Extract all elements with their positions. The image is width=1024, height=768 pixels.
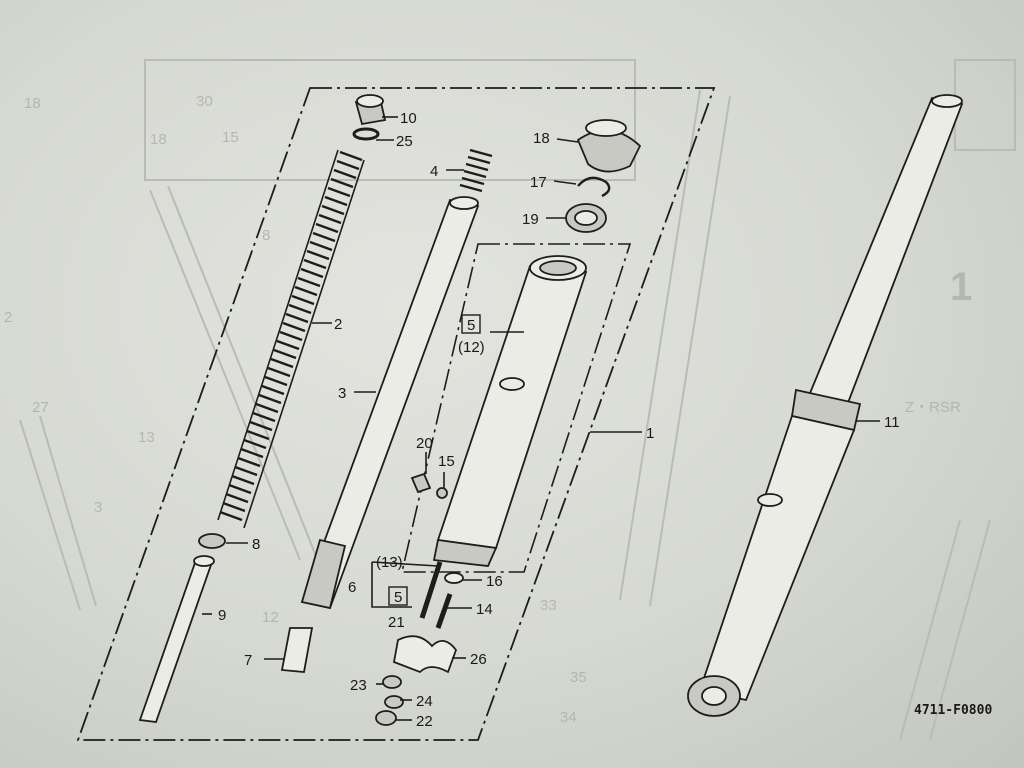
washer-16 — [444, 572, 464, 584]
ghost-tube — [619, 89, 731, 607]
ghost-label: 2 — [4, 309, 12, 326]
ghost-spring — [19, 415, 97, 611]
stopper-clip — [577, 176, 611, 198]
boxed-ref-frame — [388, 586, 408, 606]
paren-ref-b: (13) — [376, 554, 403, 571]
callout-1: 1 — [646, 425, 654, 442]
spacer-spring — [459, 148, 493, 193]
ghost-label: 27 — [32, 399, 49, 416]
ghost-label: 13 — [138, 429, 155, 446]
bleed-through-background: 18 30 15 18 8 2 13 3 12 33 35 34 27 1 Z・… — [4, 59, 1016, 741]
oil-lock-piece — [280, 627, 314, 673]
bolt-14 — [435, 593, 453, 629]
washer-24 — [384, 695, 404, 709]
ghost-tube — [149, 185, 317, 561]
slider-bushing — [198, 533, 226, 549]
fork-spring — [217, 149, 365, 529]
o-ring — [352, 127, 380, 141]
assembly-boundary — [76, 87, 716, 741]
callout-7: 7 — [244, 652, 252, 669]
callout-3: 3 — [338, 385, 346, 402]
boxed-ref-b: 5 — [394, 589, 402, 606]
callout-11: 11 — [884, 414, 900, 431]
nut-22 — [375, 710, 397, 726]
washer-15 — [436, 487, 448, 499]
ghost-label: Z・RSR — [905, 399, 961, 416]
axle-holder-26 — [392, 635, 458, 674]
boxed-ref-a: 5 — [467, 317, 475, 334]
callout-labels: 10 25 4 18 17 19 2 3 5 (12) 1 11 8 9 7 2… — [218, 110, 900, 730]
ghost-label: 33 — [540, 597, 557, 614]
callout-2: 2 — [334, 316, 342, 333]
dust-seal — [576, 119, 642, 173]
boxed-ref-frame — [461, 314, 481, 334]
callout-16: 16 — [486, 573, 503, 590]
callout-22: 22 — [416, 713, 433, 730]
assembled-fork — [687, 94, 964, 717]
callout-26: 26 — [470, 651, 487, 668]
ghost-label: 1 — [950, 265, 972, 309]
paren-ref-a: (12) — [458, 339, 485, 356]
callout-4: 4 — [430, 163, 438, 180]
callout-15: 15 — [438, 453, 455, 470]
stud-bolt-21 — [419, 561, 443, 619]
ghost-label: 18 — [24, 95, 41, 112]
damper-rod — [138, 555, 215, 723]
callout-8: 8 — [252, 536, 260, 553]
callout-6: 6 — [348, 579, 356, 596]
callout-23: 23 — [350, 677, 367, 694]
callout-9: 9 — [218, 607, 226, 624]
ghost-label: 12 — [262, 609, 279, 626]
callout-25: 25 — [396, 133, 413, 150]
ghost-label: 18 — [150, 131, 167, 148]
ghost-label: 34 — [560, 709, 577, 726]
ghost-label: 8 — [262, 227, 270, 244]
callout-18: 18 — [533, 130, 550, 147]
ghost-label: 35 — [570, 669, 587, 686]
ghost-label: 30 — [196, 93, 213, 110]
bolt-20 — [410, 472, 432, 494]
fork-slider — [432, 255, 588, 567]
callout-19: 19 — [522, 211, 539, 228]
ghost-frame — [144, 59, 636, 181]
callout-24: 24 — [416, 693, 433, 710]
oil-seal — [565, 203, 607, 233]
callout-20: 20 — [416, 435, 433, 452]
callout-10: 10 — [400, 110, 417, 127]
washer-23 — [382, 675, 402, 689]
ghost-tube — [899, 519, 991, 741]
callout-17: 17 — [530, 174, 547, 191]
leader-lines — [202, 116, 880, 721]
callout-21: 21 — [388, 614, 405, 631]
slider-subassembly-boundary — [400, 243, 632, 573]
fork-pipe — [300, 196, 480, 610]
ghost-frame — [954, 59, 1016, 151]
top-bolt — [354, 94, 387, 126]
reference-code: 4711-F0800 — [914, 703, 992, 718]
ghost-label: 15 — [222, 129, 239, 146]
callout-14: 14 — [476, 601, 493, 618]
ghost-label: 3 — [94, 499, 102, 516]
